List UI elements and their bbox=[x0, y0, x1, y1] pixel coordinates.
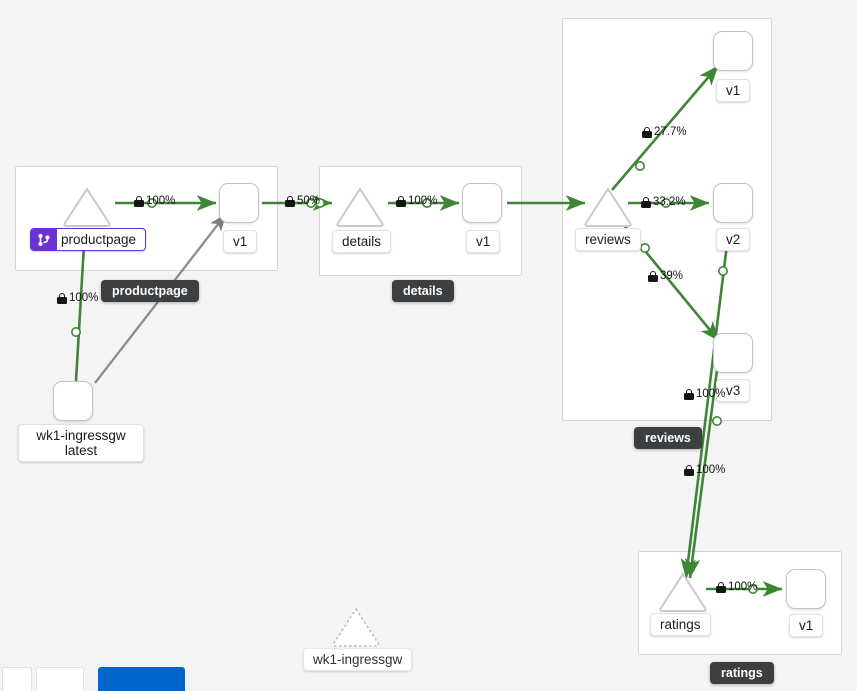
node-app-ratings-v1[interactable] bbox=[786, 569, 826, 609]
lock-icon bbox=[57, 292, 67, 304]
ratings-triangle[interactable] bbox=[657, 570, 709, 614]
edge-label-text: 50% bbox=[297, 195, 321, 207]
namespace-chip-ratings: ratings bbox=[710, 662, 774, 684]
node-label-productpage-v1: v1 bbox=[223, 230, 258, 253]
node-label-details-v1: v1 bbox=[466, 230, 501, 253]
edge-label-v3-to-ratings-upper: 100% bbox=[684, 388, 725, 400]
reviews-triangle[interactable] bbox=[582, 185, 634, 229]
toolbar-primary-button[interactable] bbox=[98, 667, 185, 691]
lock-icon bbox=[684, 464, 694, 476]
git-branch-icon bbox=[31, 229, 57, 250]
edge-label-text: 100% bbox=[408, 195, 438, 207]
edge-label-ratings-to-v1: 100% bbox=[716, 581, 757, 593]
lock-icon bbox=[285, 195, 295, 207]
node-app-details-v1[interactable] bbox=[462, 183, 502, 223]
lock-icon bbox=[134, 195, 144, 207]
node-label-ghost-ingressgw: wk1-ingressgw bbox=[303, 648, 413, 671]
node-label-ratings-service: ratings bbox=[650, 613, 711, 636]
node-app-reviews-v1[interactable] bbox=[713, 31, 753, 71]
edge-label-text: 100% bbox=[728, 581, 758, 593]
edge-label-details-to-v1: 100% bbox=[396, 195, 437, 207]
edge-label-text: 100% bbox=[69, 292, 99, 304]
ghost-ingressgw-triangle[interactable] bbox=[330, 605, 382, 649]
lock-icon bbox=[716, 581, 726, 593]
edge-label-reviews-to-v1: 27.7% bbox=[642, 126, 687, 138]
edge-label-text: 100% bbox=[696, 388, 726, 400]
ingressgw-shape[interactable] bbox=[53, 381, 93, 421]
node-label-ingressgw: wk1-ingressgw latest bbox=[18, 424, 144, 462]
node-label-ratings-v1: v1 bbox=[789, 614, 824, 637]
edge-label-reviews-to-v2: 33.2% bbox=[641, 196, 686, 208]
namespace-chip-productpage: productpage bbox=[101, 280, 199, 302]
toolbar-group-middle[interactable] bbox=[36, 667, 84, 691]
lock-icon bbox=[684, 388, 694, 400]
edge-label-ingressgw-to-productpage: 100% bbox=[57, 292, 98, 304]
edge-label-text: 27.7% bbox=[654, 126, 687, 138]
details-triangle[interactable] bbox=[334, 185, 386, 229]
lock-icon bbox=[648, 270, 658, 282]
edge-label-v2-to-ratings: 100% bbox=[684, 464, 725, 476]
productpage-triangle[interactable] bbox=[61, 185, 113, 229]
node-label-reviews-v2: v2 bbox=[716, 228, 751, 251]
edge-label-reviews-to-v3: 39% bbox=[648, 270, 683, 282]
node-label-reviews-v3: v3 bbox=[716, 379, 751, 402]
node-label-reviews-v1: v1 bbox=[716, 79, 751, 102]
edge-label-v1-to-details: 50% bbox=[285, 195, 320, 207]
namespace-chip-reviews: reviews bbox=[634, 427, 702, 449]
node-label-productpage-service: productpage bbox=[30, 228, 147, 251]
node-label-details-service: details bbox=[332, 230, 392, 253]
node-label-reviews-service: reviews bbox=[575, 228, 641, 251]
toolbar-group-left[interactable] bbox=[2, 667, 32, 691]
lock-icon bbox=[396, 195, 406, 207]
productpage-service-text: productpage bbox=[61, 232, 137, 247]
edge-label-text: 33.2% bbox=[653, 196, 686, 208]
node-app-reviews-v2[interactable] bbox=[713, 183, 753, 223]
namespace-chip-details: details bbox=[392, 280, 454, 302]
node-app-productpage-v1[interactable] bbox=[219, 183, 259, 223]
lock-icon bbox=[642, 126, 652, 138]
node-app-reviews-v3[interactable] bbox=[713, 333, 753, 373]
edge-label-text: 39% bbox=[660, 270, 684, 282]
edge-label-text: 100% bbox=[696, 464, 726, 476]
lock-icon bbox=[641, 196, 651, 208]
edge-label-productpage-to-v1: 100% bbox=[134, 195, 175, 207]
edge-label-text: 100% bbox=[146, 195, 176, 207]
